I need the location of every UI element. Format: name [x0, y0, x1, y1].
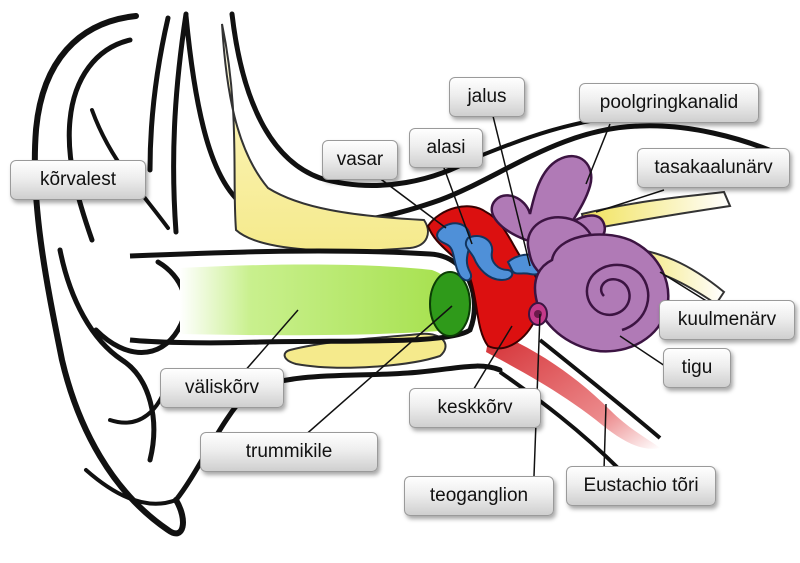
- label-trummikile: trummikile: [200, 432, 378, 472]
- label-teoganglion: teoganglion: [404, 476, 554, 516]
- label-tigu: tigu: [663, 348, 731, 388]
- label-jalus: jalus: [449, 77, 525, 117]
- label-valiskorv: väliskõrv: [160, 368, 284, 408]
- temporal-bone-upper: [221, 23, 429, 252]
- label-keskkorv: keskkõrv: [409, 388, 541, 428]
- eustachian-tube-outline: [498, 338, 662, 472]
- auricle: [31, 11, 189, 537]
- label-kuulmenarv: kuulmenärv: [659, 300, 795, 340]
- round-window-center: [534, 310, 542, 318]
- ear-canal: [180, 264, 460, 336]
- label-poolgringkanalid: poolgringkanalid: [579, 83, 759, 123]
- malleus: [436, 222, 472, 282]
- incus: [464, 234, 514, 282]
- eardrum: [429, 271, 471, 337]
- ear-canal-outline: [129, 248, 477, 346]
- label-korvalest: kõrvalest: [10, 160, 146, 200]
- label-alasi: alasi: [409, 128, 483, 168]
- cochlea-spiral: [585, 263, 650, 332]
- label-tasakaalunarv: tasakaalunärv: [637, 148, 790, 188]
- label-eustachio: Eustachio tõri: [566, 466, 716, 506]
- eustachian-tube: [486, 330, 660, 449]
- label-vasar: vasar: [322, 140, 398, 180]
